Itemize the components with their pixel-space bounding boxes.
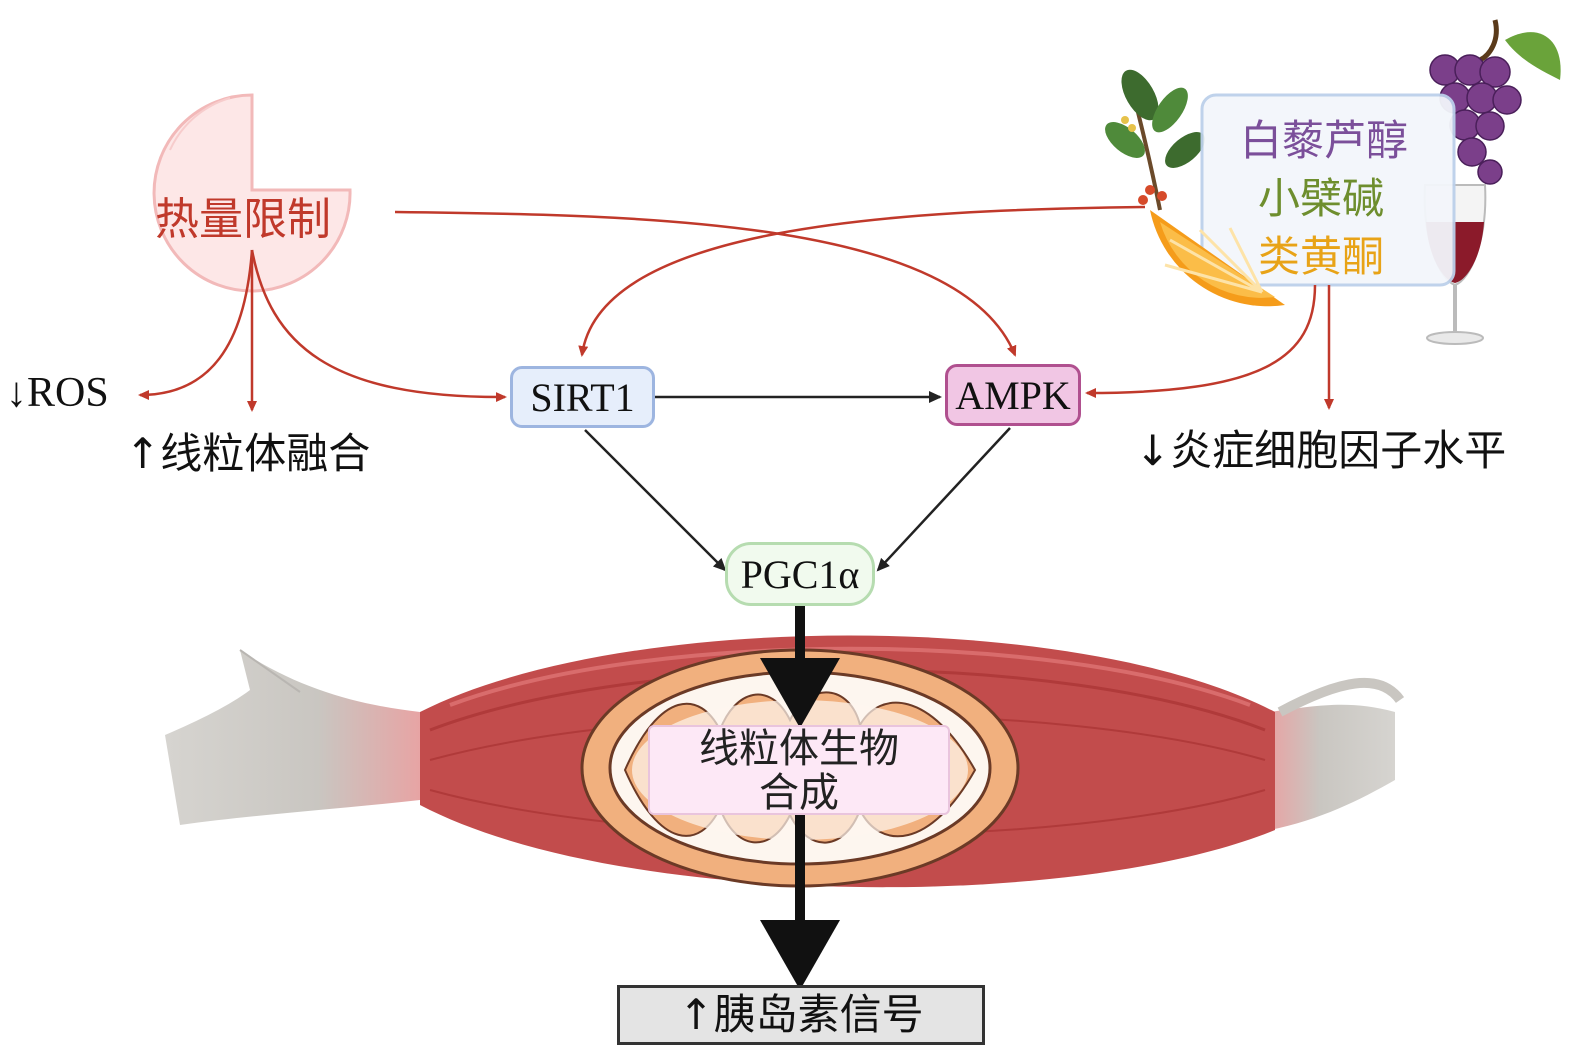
mito-fusion-effect-label: ↑线粒体融合 (125, 429, 371, 478)
ampk-node: AMPK (945, 364, 1081, 426)
mito-biogenesis-box: 线粒体生物 合成 (648, 725, 950, 815)
arrow-sirt1-to-pgc1a (584, 429, 727, 572)
calorie-restriction-label: 热量限制 (155, 194, 331, 245)
mito-biogenesis-line2: 合成 (759, 770, 839, 816)
sirt1-node: SIRT1 (510, 366, 655, 428)
compound-berberine-label: 小檗碱 (1258, 174, 1385, 223)
arrow-compounds-to-ampk (1085, 284, 1317, 398)
compound-resveratrol-label: 白藜芦醇 (1240, 116, 1409, 165)
insulin-signal-label: ↑胰岛素信号 (678, 990, 924, 1039)
orange-slice-icon (1150, 210, 1285, 307)
compound-flavonoid-label: 类黄酮 (1258, 232, 1385, 281)
inflammation-effect-label: ↓炎症细胞因子水平 (1135, 426, 1507, 475)
berberine-plant-icon (1105, 69, 1205, 211)
mito-biogenesis-line1: 线粒体生物 (699, 726, 899, 772)
pgc1a-node: PGC1α (725, 542, 875, 606)
ampk-label: AMPK (955, 372, 1071, 418)
arrow-ampk-to-pgc1a (876, 427, 1011, 572)
arrow-cr-to-ampk (394, 210, 1017, 357)
arrow-compounds-to-sirt1 (578, 205, 1146, 357)
insulin-signal-box: ↑胰岛素信号 (617, 985, 985, 1045)
plate-icon (152, 93, 352, 293)
arrow-cr-to-ros (138, 249, 254, 400)
arrow-cr-to-sirt1 (250, 249, 507, 403)
ros-effect-label: ↓ROS (6, 370, 109, 416)
sirt1-label: SIRT1 (530, 374, 635, 420)
pgc1a-label: PGC1α (740, 551, 860, 597)
